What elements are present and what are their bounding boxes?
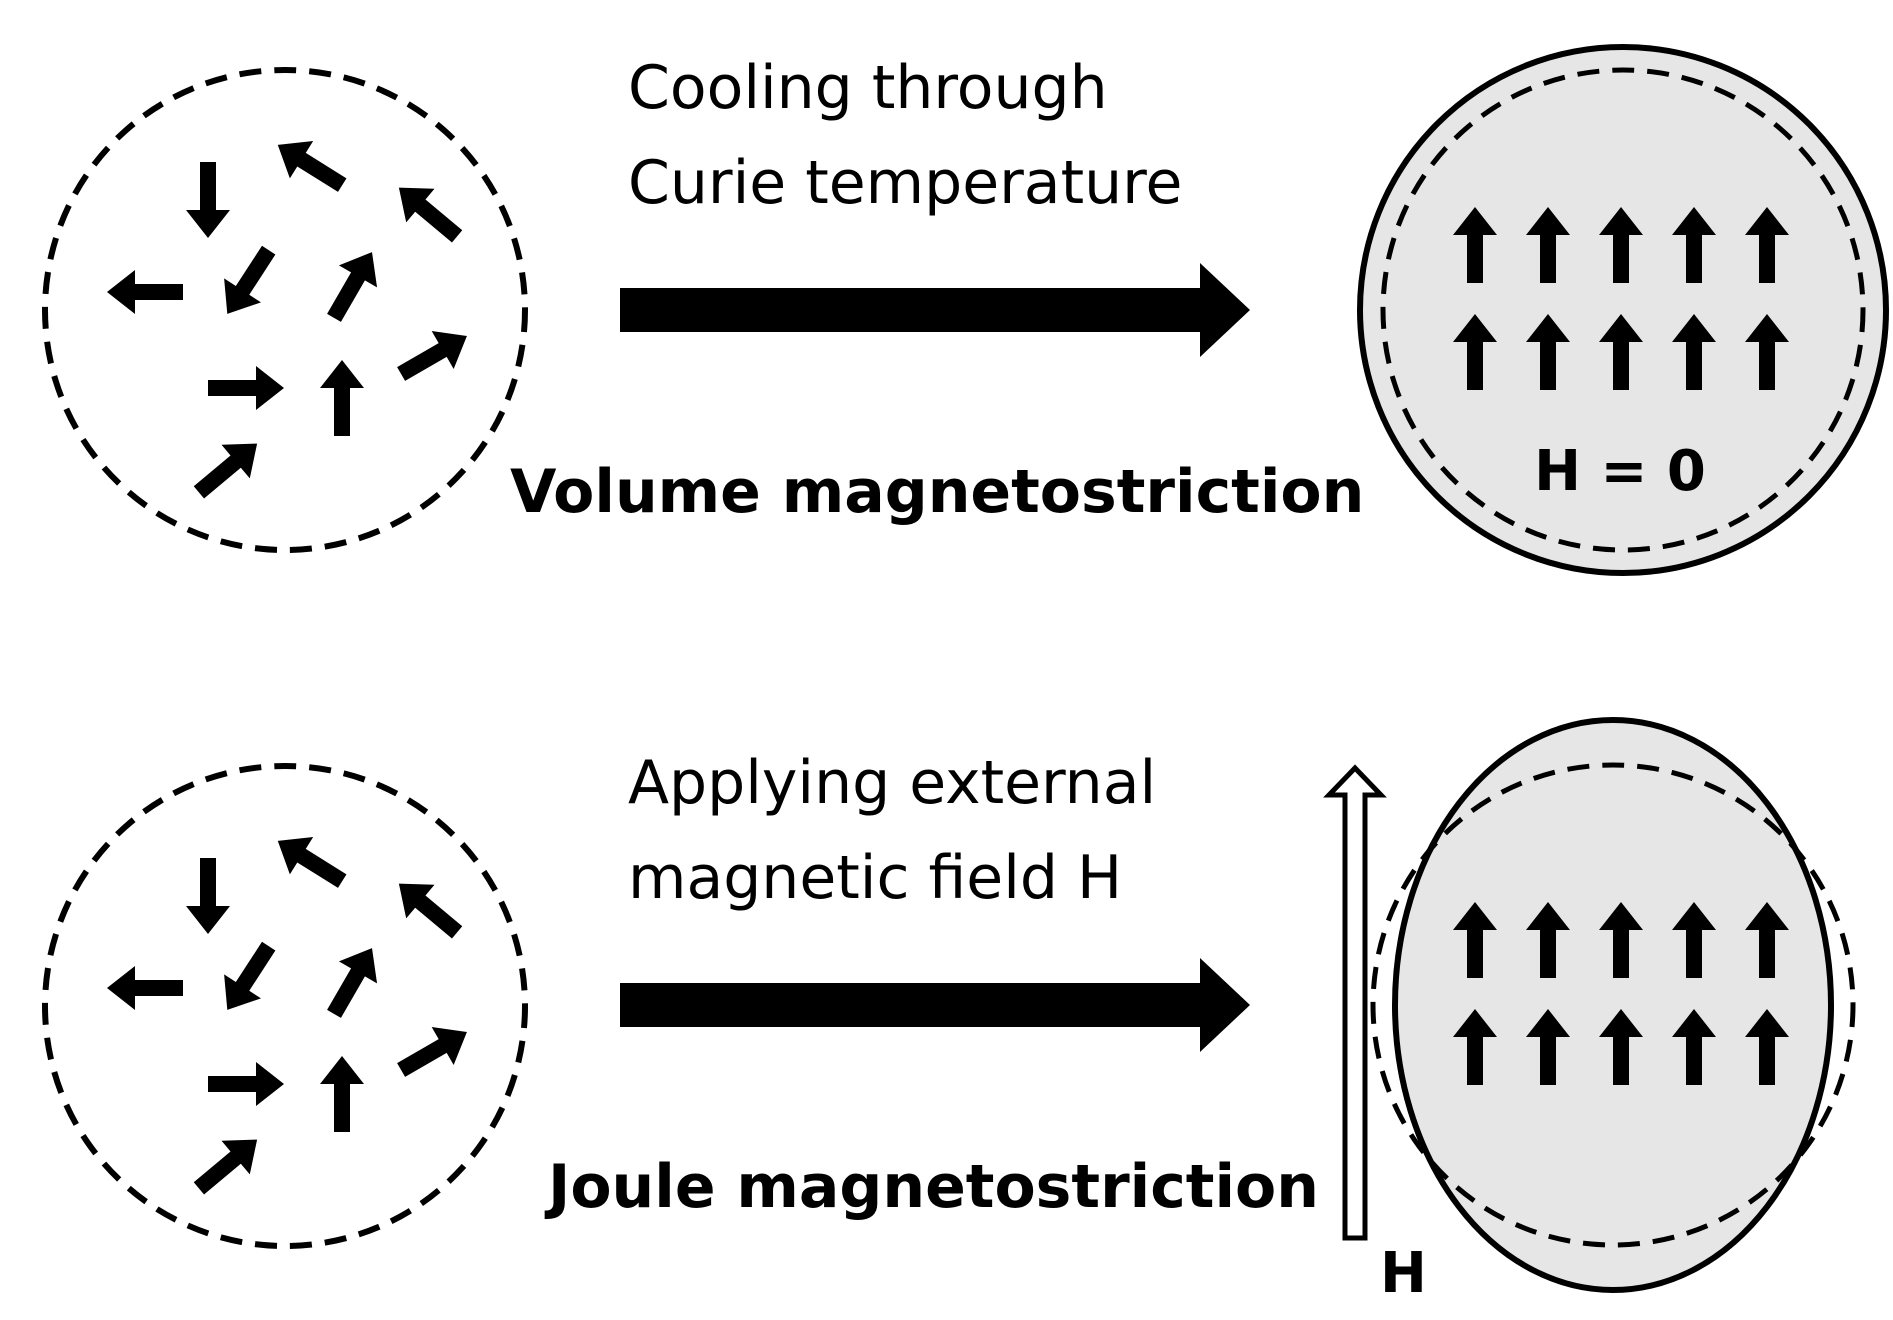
arrow-icon <box>320 360 364 436</box>
bottom-process-line1: Applying external <box>628 748 1156 818</box>
arrow-icon <box>266 822 354 900</box>
top-original-boundary <box>1380 67 1866 553</box>
arrow-icon <box>390 316 478 394</box>
top-effect-label: Volume magnetostriction <box>510 457 1364 527</box>
arrow-icon <box>208 934 288 1022</box>
arrow-icon <box>184 1122 272 1206</box>
hollow-up-arrow-icon <box>1323 764 1387 1241</box>
arrow-icon <box>208 238 288 326</box>
arrow-icon <box>208 1062 284 1106</box>
bottom-field-label: H <box>1380 1241 1427 1306</box>
bottom-original-boundary <box>1370 762 1856 1248</box>
arrow-icon <box>266 126 354 204</box>
bottom-effect-label: Joule magnetostriction <box>544 1152 1319 1222</box>
arrow-icon <box>314 937 392 1025</box>
arrow-icon <box>186 858 230 934</box>
arrow-icon <box>384 170 472 254</box>
arrow-icon <box>186 162 230 238</box>
bottom-elongated-sample <box>1392 717 1834 1293</box>
bottom-process-line2: magnetic field H <box>628 843 1122 913</box>
top-disordered-boundary <box>42 67 528 553</box>
top-process-arrow-icon <box>620 263 1250 357</box>
arrow-icon <box>314 241 392 329</box>
top-ordered-sample <box>1357 44 1889 576</box>
bottom-process-arrow-icon <box>620 958 1250 1052</box>
arrow-icon <box>384 866 472 950</box>
top-process-line1: Cooling through <box>628 53 1108 123</box>
top-random-domain-arrows <box>107 126 478 510</box>
arrow-icon <box>320 1056 364 1132</box>
top-process-line2: Curie temperature <box>628 148 1182 218</box>
arrow-icon <box>107 966 183 1010</box>
arrow-icon <box>107 270 183 314</box>
arrow-icon <box>208 366 284 410</box>
bottom-disordered-boundary <box>42 763 528 1249</box>
arrow-icon <box>184 426 272 510</box>
top-row: Cooling through Curie temperature Volume… <box>42 44 1889 576</box>
arrow-icon <box>390 1012 478 1090</box>
bottom-random-domain-arrows <box>107 822 478 1206</box>
bottom-row: Applying external magnetic field H Joule… <box>42 717 1856 1306</box>
top-field-label: H = 0 <box>1534 439 1706 504</box>
